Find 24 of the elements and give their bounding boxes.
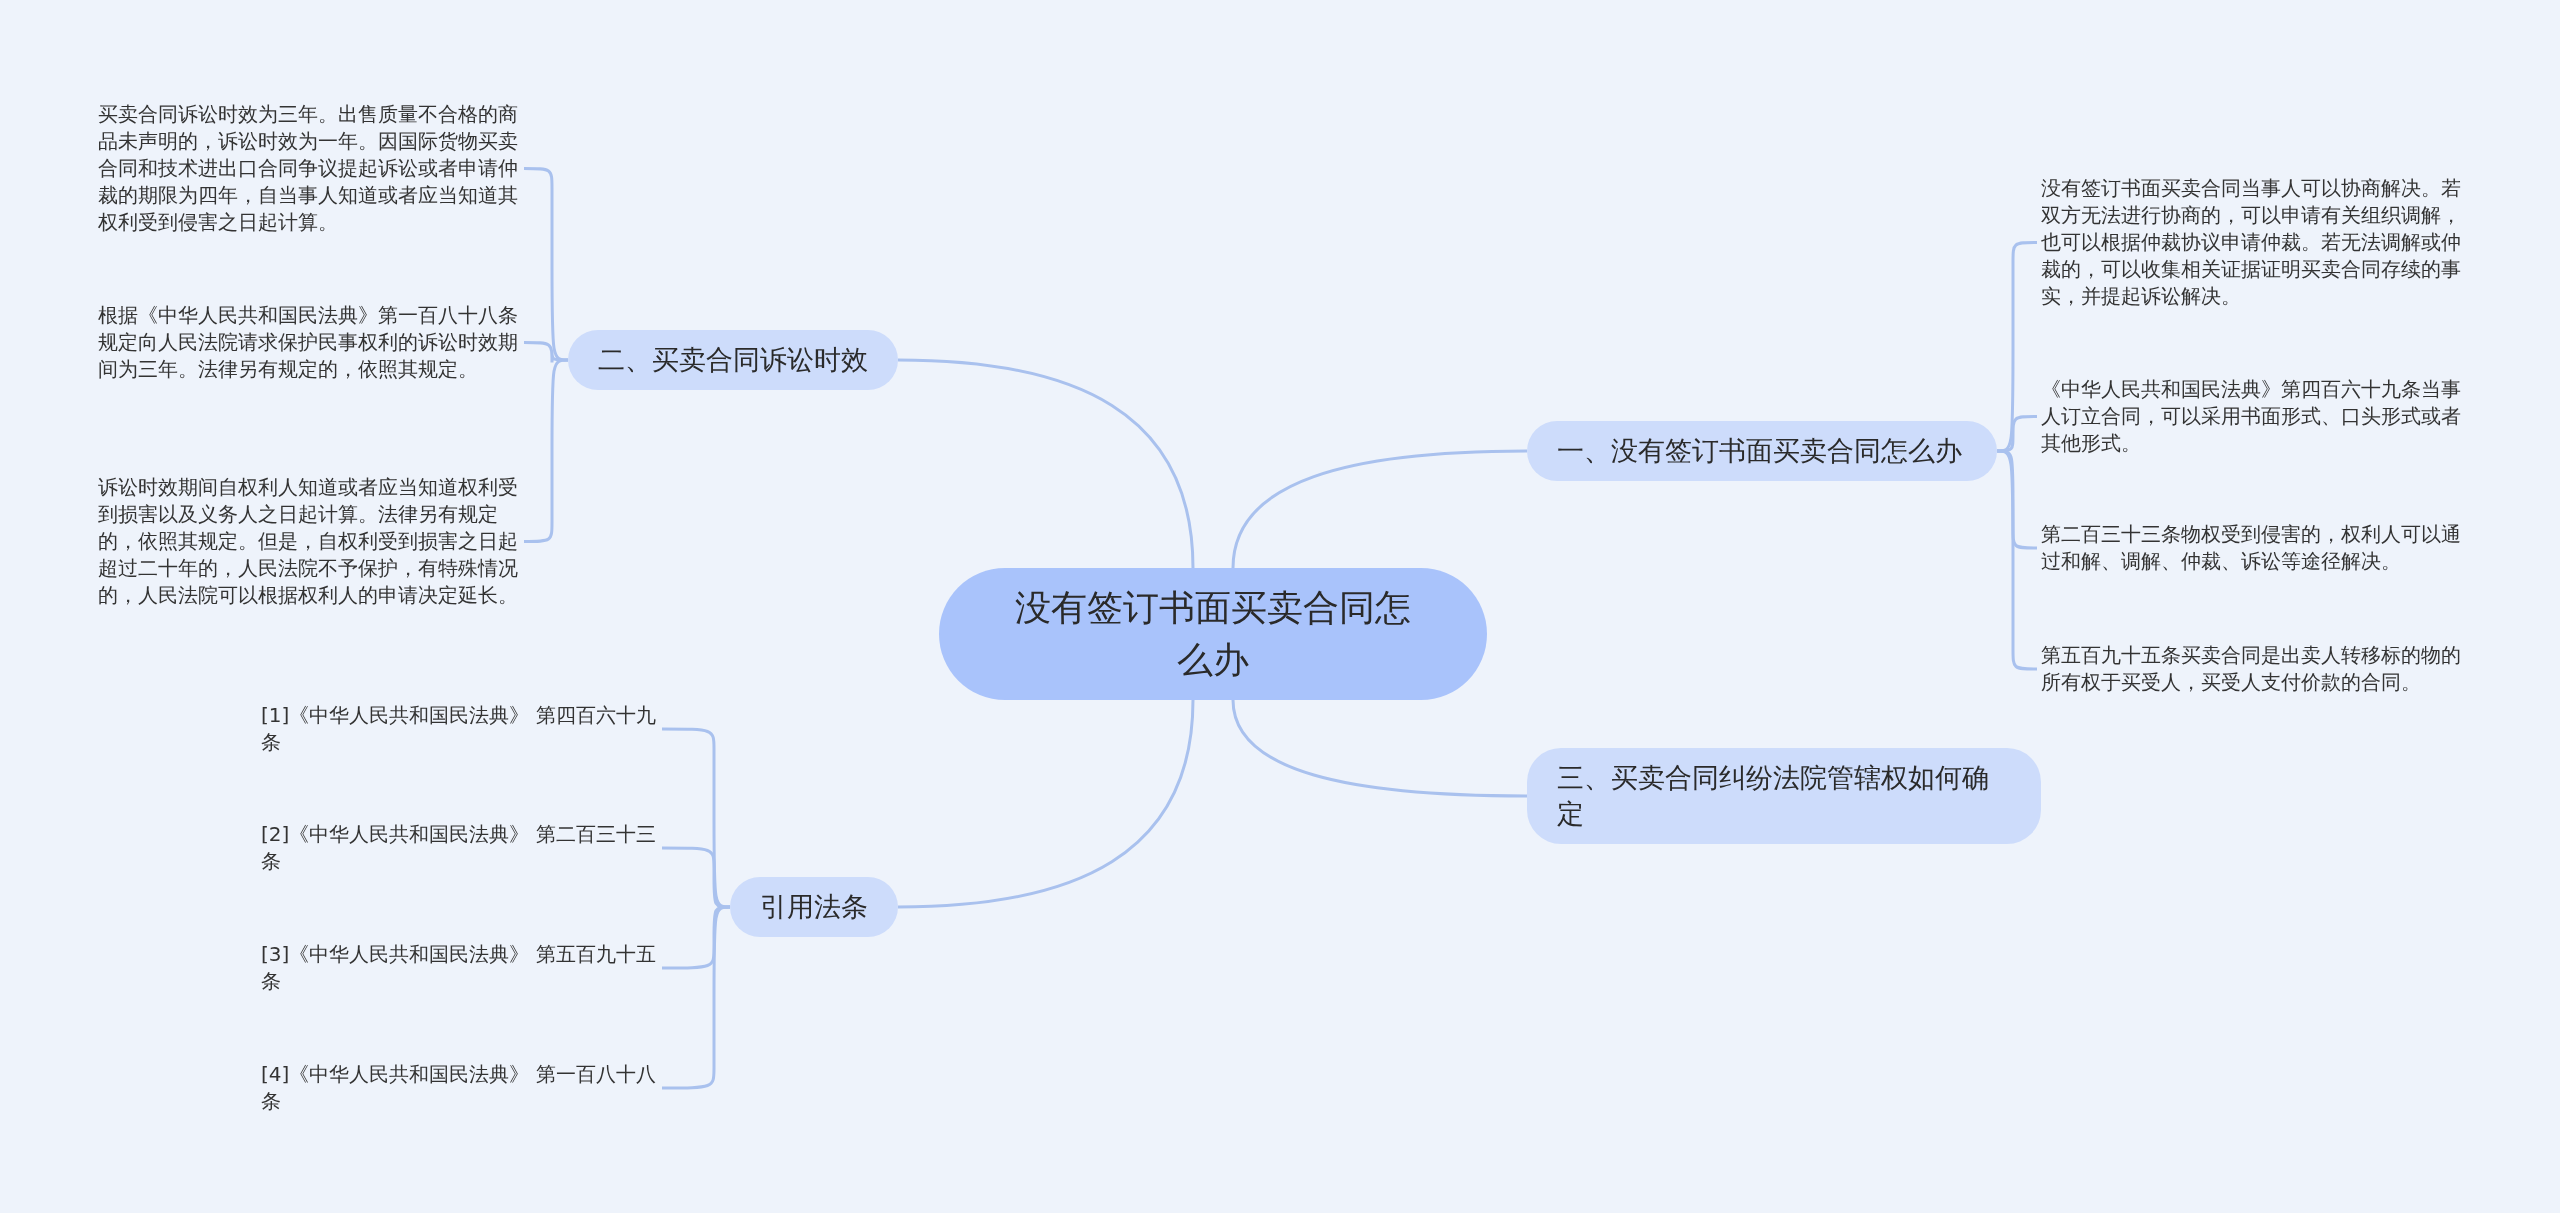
note-text: [3]《中华人民共和国民法典》 第五百九十五条	[261, 941, 658, 995]
connector-line	[1231, 449, 1528, 569]
connector-line	[1231, 699, 1527, 798]
branch-topic: 三、买卖合同纠纷法院管辖权如何确定	[1527, 748, 2041, 844]
branch-topic: 引用法条	[730, 877, 898, 937]
note-text: 根据《中华人民共和国民法典》第一百八十八条规定向人民法院请求保护民事权利的诉讼时效期间为三年。法律另有规定的，依照其规定。	[98, 302, 520, 383]
central-topic: 没有签订书面买卖合同怎么办	[939, 568, 1487, 700]
note-text: [1]《中华人民共和国民法典》 第四百六十九条	[261, 702, 658, 756]
connector-line	[897, 699, 1195, 909]
connector-line	[897, 358, 1195, 569]
note-text: 《中华人民共和国民法典》第四百六十九条当事人订立合同，可以采用书面形式、口头形式或者其他形式。	[2041, 376, 2463, 457]
connector-line	[524, 341, 568, 364]
connector-line	[1997, 415, 2037, 453]
note-text: 第五百九十五条买卖合同是出卖人转移标的物的所有权于买受人，买受人支付价款的合同。	[2041, 642, 2463, 696]
note-text: 第二百三十三条物权受到侵害的，权利人可以通过和解、调解、仲裁、诉讼等途径解决。	[2041, 521, 2463, 575]
note-text: 买卖合同诉讼时效为三年。出售质量不合格的商品未声明的，诉讼时效为一年。因国际货物买卖合同和技术进出口合同争议提起诉讼或者申请仲裁的期限为四年，自当事人知道或者应当知道其权利受到侵害之日起计算。	[98, 101, 520, 236]
connector-line	[1996, 449, 2037, 671]
note-text: [2]《中华人民共和国民法典》 第二百三十三条	[261, 821, 658, 875]
note-text: [4]《中华人民共和国民法典》 第一百八十八条	[261, 1061, 658, 1115]
connector-line	[662, 846, 730, 909]
note-text: 诉讼时效期间自权利人知道或者应当知道权利受到损害以及义务人之日起计算。法律另有规定的，依照其规定。但是，自权利受到损害之日起超过二十年的，人民法院不予保护，有特殊情况的，人民法院可以根据权利人的申请决定延长。	[98, 474, 520, 609]
note-text: 没有签订书面买卖合同当事人可以协商解决。若双方无法进行协商的，可以申请有关组织调解，也可以根据仲裁协议申请仲裁。若无法调解或仲裁的，可以收集相关证据证明买卖合同存续的事实，并提起诉讼解决。	[2041, 175, 2463, 310]
branch-topic: 一、没有签订书面买卖合同怎么办	[1527, 421, 1997, 481]
branch-topic: 二、买卖合同诉讼时效	[568, 330, 898, 390]
